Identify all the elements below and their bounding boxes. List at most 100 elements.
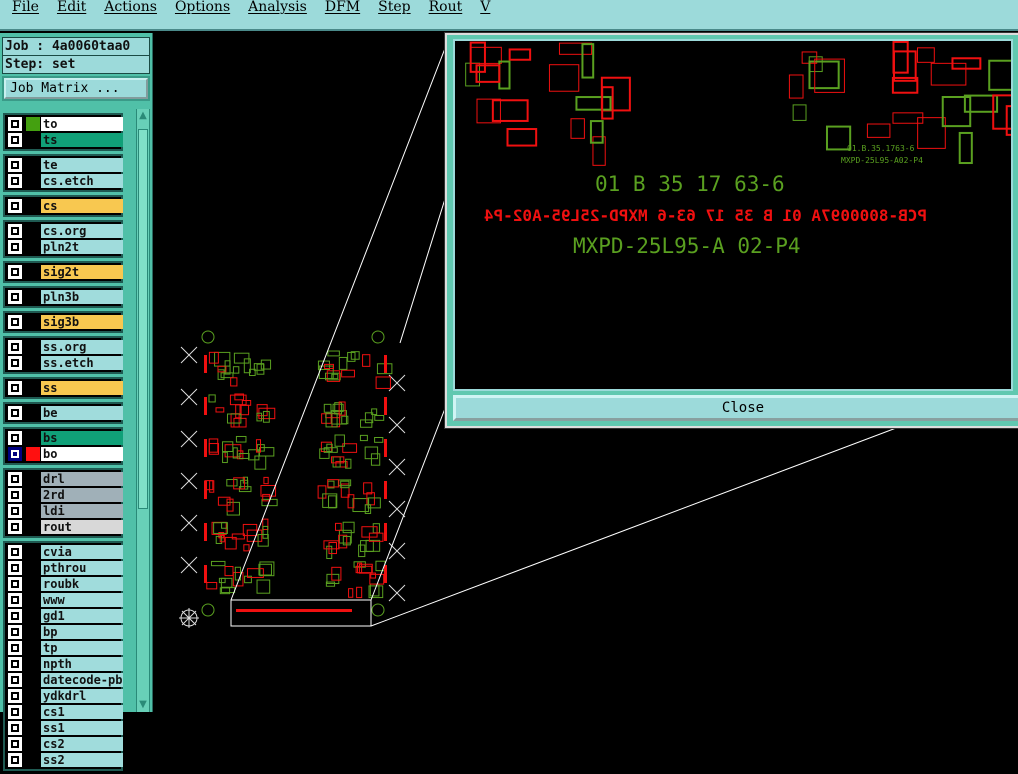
layer-color-swatch[interactable] bbox=[26, 381, 40, 395]
layer-checkbox[interactable] bbox=[8, 240, 22, 254]
layer-name[interactable]: ts bbox=[41, 133, 123, 147]
layer-color-swatch[interactable] bbox=[26, 488, 40, 502]
layer-checkbox[interactable] bbox=[8, 488, 22, 502]
menu-rout[interactable]: Rout bbox=[428, 0, 463, 15]
layer-row-cvia[interactable]: cvia bbox=[5, 544, 123, 560]
layer-checkbox[interactable] bbox=[8, 315, 22, 329]
layer-row-ss1[interactable]: ss1 bbox=[5, 720, 123, 736]
layer-checkbox[interactable] bbox=[8, 431, 22, 445]
layer-name[interactable]: sig2t bbox=[41, 265, 123, 279]
layer-checkbox[interactable] bbox=[8, 356, 22, 370]
layer-row-gd1[interactable]: gd1 bbox=[5, 608, 123, 624]
layer-name[interactable]: ydkdrl bbox=[41, 689, 123, 703]
layer-row-bp[interactable]: bp bbox=[5, 624, 123, 640]
layer-row-2rd[interactable]: 2rd bbox=[5, 487, 123, 503]
layer-row-ts[interactable]: ts bbox=[5, 132, 123, 148]
layer-color-swatch[interactable] bbox=[26, 545, 40, 559]
layer-checkbox[interactable] bbox=[8, 265, 22, 279]
layer-name[interactable]: cs1 bbox=[41, 705, 123, 719]
layer-color-swatch[interactable] bbox=[26, 657, 40, 671]
layer-checkbox[interactable] bbox=[8, 447, 22, 461]
layer-color-swatch[interactable] bbox=[26, 224, 40, 238]
layer-list-scrollbar[interactable]: ▲ ▼ bbox=[136, 109, 150, 712]
layer-name[interactable]: tp bbox=[41, 641, 123, 655]
layer-color-swatch[interactable] bbox=[26, 641, 40, 655]
layer-row-bs[interactable]: bs bbox=[5, 430, 123, 446]
layer-row-cs2[interactable]: cs2 bbox=[5, 736, 123, 752]
layer-row-ss[interactable]: ss bbox=[5, 380, 123, 396]
layer-color-swatch[interactable] bbox=[26, 561, 40, 575]
menu-v[interactable]: V bbox=[480, 0, 491, 15]
menu-edit[interactable]: Edit bbox=[56, 0, 87, 15]
graphics-canvas[interactable] bbox=[154, 33, 1018, 712]
zoom-view[interactable]: 01 B 35 17 63-6 PCB-8000097A 01 B 35 17 … bbox=[453, 39, 1013, 391]
layer-color-swatch[interactable] bbox=[26, 504, 40, 518]
layer-name[interactable]: datecode-pbc bbox=[41, 673, 123, 687]
close-button[interactable]: Close bbox=[453, 395, 1018, 421]
layer-name[interactable]: ss1 bbox=[41, 721, 123, 735]
layer-checkbox[interactable] bbox=[8, 520, 22, 534]
layer-checkbox[interactable] bbox=[8, 290, 22, 304]
layer-row-sig3b[interactable]: sig3b bbox=[5, 314, 123, 330]
layer-checkbox[interactable] bbox=[8, 224, 22, 238]
layer-row-te[interactable]: te bbox=[5, 157, 123, 173]
menu-file[interactable]: File bbox=[12, 0, 39, 15]
layer-name[interactable]: pthrou bbox=[41, 561, 123, 575]
layer-name[interactable]: be bbox=[41, 406, 123, 420]
layer-checkbox[interactable] bbox=[8, 593, 22, 607]
layer-name[interactable]: ss.org bbox=[41, 340, 123, 354]
layer-name[interactable]: cs bbox=[41, 199, 123, 213]
menu-options[interactable]: Options bbox=[174, 0, 231, 15]
layer-row-ydkdrl[interactable]: ydkdrl bbox=[5, 688, 123, 704]
layer-name[interactable]: pln3b bbox=[41, 290, 123, 304]
layer-color-swatch[interactable] bbox=[26, 689, 40, 703]
layer-checkbox[interactable] bbox=[8, 609, 22, 623]
layer-checkbox[interactable] bbox=[8, 577, 22, 591]
layer-checkbox[interactable] bbox=[8, 504, 22, 518]
layer-color-swatch[interactable] bbox=[26, 625, 40, 639]
layer-color-swatch[interactable] bbox=[26, 174, 40, 188]
layer-color-swatch[interactable] bbox=[26, 340, 40, 354]
layer-color-swatch[interactable] bbox=[26, 520, 40, 534]
layer-row-cs[interactable]: cs bbox=[5, 198, 123, 214]
layer-row-datecode-pbc[interactable]: datecode-pbc bbox=[5, 672, 123, 688]
layer-name[interactable]: ss.etch bbox=[41, 356, 123, 370]
layer-color-swatch[interactable] bbox=[26, 356, 40, 370]
layer-checkbox[interactable] bbox=[8, 625, 22, 639]
layer-row-to[interactable]: to bbox=[5, 116, 123, 132]
layer-color-swatch[interactable] bbox=[26, 265, 40, 279]
layer-checkbox[interactable] bbox=[8, 561, 22, 575]
layer-name[interactable]: drl bbox=[41, 472, 123, 486]
layer-checkbox[interactable] bbox=[8, 657, 22, 671]
layer-name[interactable]: cs2 bbox=[41, 737, 123, 751]
layer-row-pln2t[interactable]: pln2t bbox=[5, 239, 123, 255]
layer-row-ss.org[interactable]: ss.org bbox=[5, 339, 123, 355]
layer-row-cs.etch[interactable]: cs.etch bbox=[5, 173, 123, 189]
layer-row-cs1[interactable]: cs1 bbox=[5, 704, 123, 720]
menu-analysis[interactable]: Analysis bbox=[248, 0, 307, 15]
layer-color-swatch[interactable] bbox=[26, 133, 40, 147]
layer-row-drl[interactable]: drl bbox=[5, 471, 123, 487]
layer-checkbox[interactable] bbox=[8, 753, 22, 767]
layer-row-be[interactable]: be bbox=[5, 405, 123, 421]
menu-dfm[interactable]: DFM bbox=[324, 0, 361, 15]
layer-row-roubk[interactable]: roubk bbox=[5, 576, 123, 592]
layer-checkbox[interactable] bbox=[8, 406, 22, 420]
layer-row-rout[interactable]: rout bbox=[5, 519, 123, 535]
layer-name[interactable]: ss2 bbox=[41, 753, 123, 767]
scroll-up-icon[interactable]: ▲ bbox=[139, 110, 147, 121]
layer-name[interactable]: pln2t bbox=[41, 240, 123, 254]
layer-row-ss2[interactable]: ss2 bbox=[5, 752, 123, 768]
layer-checkbox[interactable] bbox=[8, 158, 22, 172]
layer-name[interactable]: bp bbox=[41, 625, 123, 639]
layer-color-swatch[interactable] bbox=[26, 199, 40, 213]
layer-checkbox[interactable] bbox=[8, 689, 22, 703]
menu-actions[interactable]: Actions bbox=[104, 0, 157, 15]
layer-color-swatch[interactable] bbox=[26, 117, 40, 131]
job-matrix-button[interactable]: Job Matrix ... bbox=[4, 78, 148, 99]
scroll-down-icon[interactable]: ▼ bbox=[139, 699, 147, 710]
layer-name[interactable]: npth bbox=[41, 657, 123, 671]
layer-name[interactable]: gd1 bbox=[41, 609, 123, 623]
layer-checkbox[interactable] bbox=[8, 133, 22, 147]
layer-name[interactable]: te bbox=[41, 158, 123, 172]
